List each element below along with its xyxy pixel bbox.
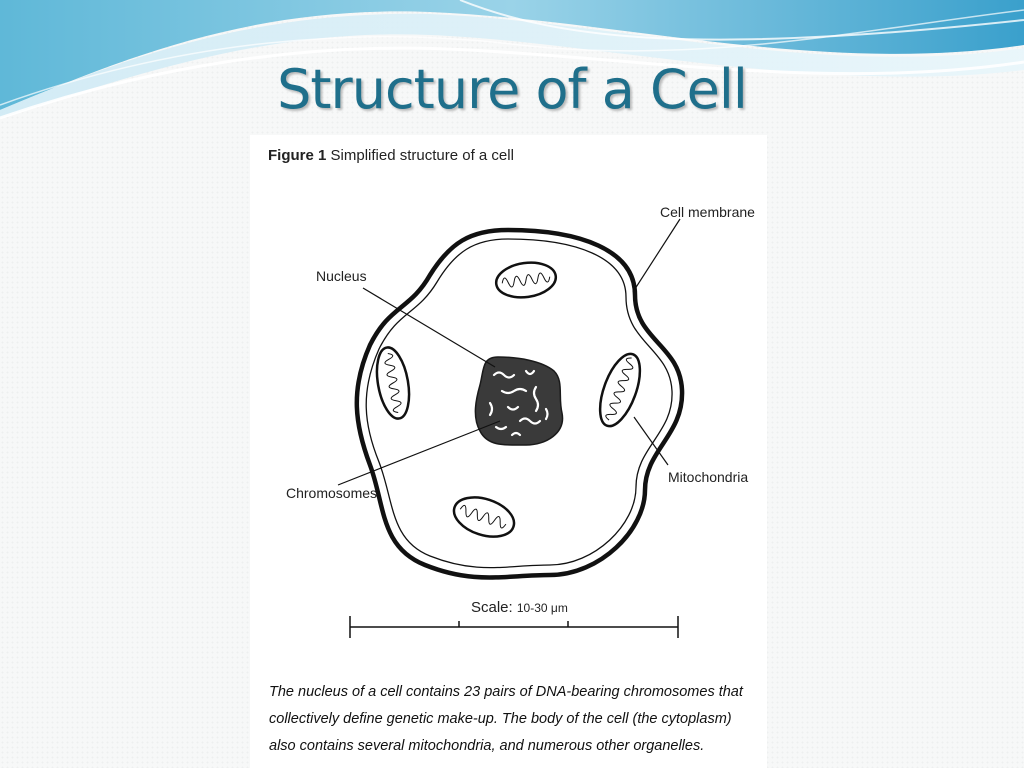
- figure-caption: Figure 1 Simplified structure of a cell: [268, 147, 514, 164]
- scale-prefix: Scale:: [471, 599, 513, 616]
- figure-description: The nucleus of a cell contains 23 pairs …: [269, 684, 743, 754]
- leader-chromosomes: [337, 420, 501, 486]
- scale-label: Scale: 10-30 μm: [471, 599, 568, 616]
- cell-membrane-inner: [365, 238, 673, 569]
- slide-title: Structure of a Cell: [277, 58, 748, 121]
- cell-figure-panel: Figure 1 Simplified structure of a cell: [250, 135, 767, 768]
- figure-caption-text: Simplified structure of a cell: [330, 147, 514, 164]
- cell-diagram: [337, 218, 685, 638]
- nucleus: [474, 356, 564, 446]
- leader-mitochondria: [633, 416, 669, 466]
- mitochondrion-left: [375, 346, 411, 420]
- label-mitochondria: Mitochondria: [668, 469, 749, 485]
- label-chromosomes: Chromosomes: [286, 485, 378, 501]
- scale-bar: [349, 616, 679, 638]
- mitochondrion-right: [598, 352, 642, 428]
- mitochondrion-top: [494, 261, 558, 299]
- chromosomes: [488, 369, 549, 437]
- label-cell-membrane: Cell membrane: [660, 204, 755, 220]
- scale-value: 10-30 μm: [516, 601, 568, 615]
- header-wave-decoration: [0, 0, 1024, 120]
- label-nucleus: Nucleus: [316, 268, 367, 284]
- leader-cell-membrane: [632, 218, 681, 293]
- mitochondrion-bottom: [452, 496, 516, 538]
- figure-number: Figure 1: [268, 147, 327, 164]
- leader-nucleus: [362, 287, 496, 368]
